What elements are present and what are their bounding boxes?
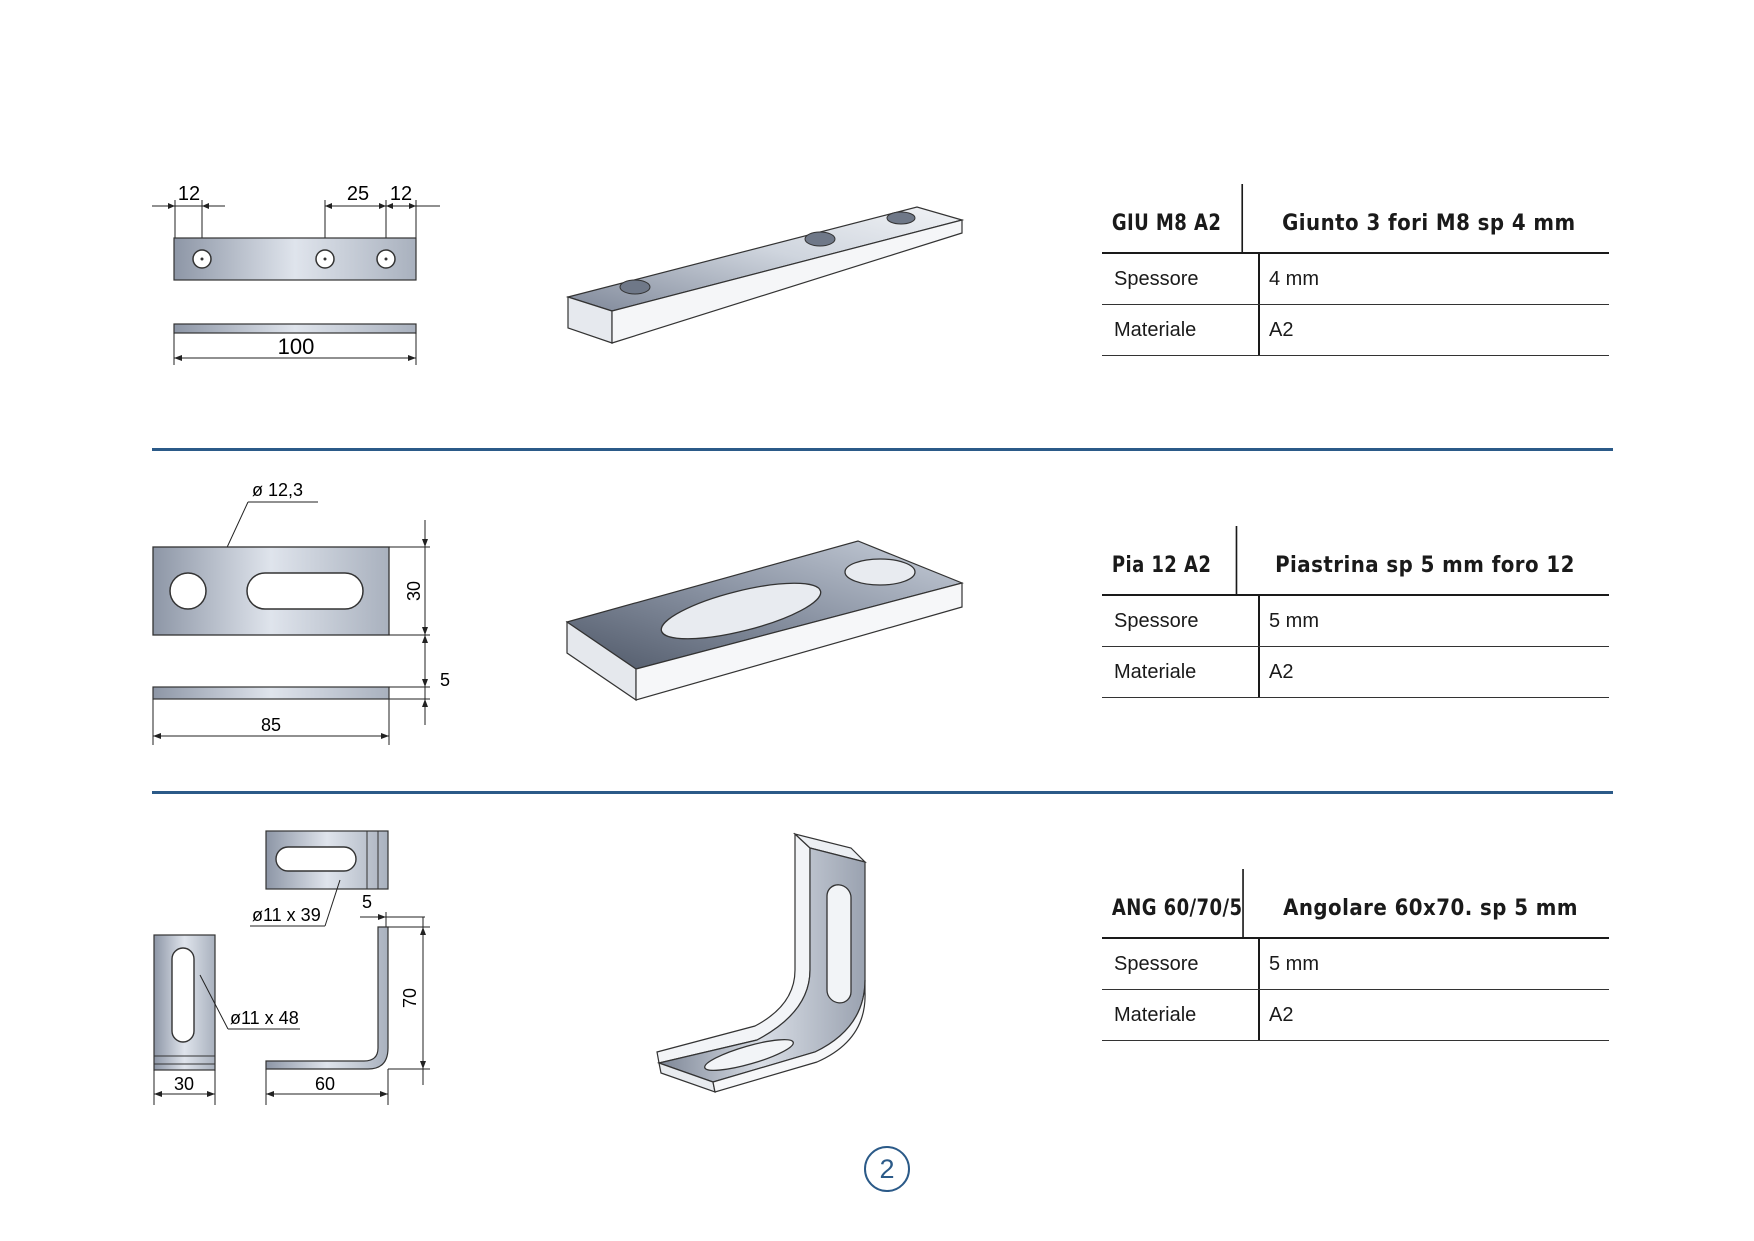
dim-label-12a: 12 bbox=[178, 183, 200, 205]
plate-side-view bbox=[152, 686, 390, 700]
hole-icon bbox=[844, 558, 916, 586]
dim-label-25: 25 bbox=[347, 183, 369, 205]
spec-label: Materiale bbox=[1102, 305, 1260, 355]
page-number: 2 bbox=[864, 1146, 910, 1192]
slot-icon bbox=[275, 846, 357, 872]
product-code: Pia 12 A2 bbox=[1102, 526, 1238, 594]
spec-header-row: GIU M8 A2 Giunto 3 fori M8 sp 4 mm bbox=[1102, 184, 1609, 254]
spec-value: A2 bbox=[1269, 1003, 1294, 1026]
product-description: Angolare 60x70. sp 5 mm bbox=[1283, 895, 1579, 921]
spec-value: 4 mm bbox=[1269, 267, 1319, 290]
spec-row: Materiale A2 bbox=[1102, 305, 1609, 356]
slot-icon bbox=[704, 1039, 794, 1071]
spec-row: Materiale A2 bbox=[1102, 647, 1609, 698]
pia-technical-drawing: ø 12,3 30 5 85 bbox=[152, 480, 450, 745]
dim-label-100: 100 bbox=[278, 334, 315, 359]
spec-label: Spessore bbox=[1102, 596, 1260, 646]
plate-top-view bbox=[173, 237, 417, 281]
slot-icon bbox=[171, 947, 195, 1043]
spec-row: Materiale A2 bbox=[1102, 990, 1609, 1041]
ang-technical-drawing: ø11 x 39 5 70 60 ø11 x 48 30 bbox=[153, 830, 430, 1105]
dim-label-30: 30 bbox=[174, 1074, 194, 1094]
spec-label: Spessore bbox=[1102, 939, 1260, 989]
dim-label-60: 60 bbox=[315, 1074, 335, 1094]
dim-label-slot2: ø11 x 48 bbox=[230, 1008, 299, 1028]
spec-value: A2 bbox=[1269, 318, 1294, 341]
spec-header-row: ANG 60/70/5 Angolare 60x70. sp 5 mm bbox=[1102, 869, 1609, 939]
spec-row: Spessore 5 mm bbox=[1102, 939, 1609, 990]
product-code: ANG 60/70/5 bbox=[1102, 869, 1245, 937]
product-description: Giunto 3 fori M8 sp 4 mm bbox=[1282, 210, 1576, 236]
spec-value: 5 mm bbox=[1269, 952, 1319, 975]
giu-3d-render bbox=[565, 206, 965, 344]
spec-label: Materiale bbox=[1102, 647, 1260, 697]
spec-label: Materiale bbox=[1102, 990, 1260, 1040]
spec-label: Spessore bbox=[1102, 254, 1260, 304]
dim-label-12b: 12 bbox=[390, 183, 412, 205]
plate-side-view bbox=[173, 323, 417, 334]
giu-spec-table: GIU M8 A2 Giunto 3 fori M8 sp 4 mm Spess… bbox=[1102, 184, 1609, 356]
product-code: GIU M8 A2 bbox=[1102, 184, 1243, 252]
slot-icon bbox=[826, 884, 852, 1004]
spec-value: 5 mm bbox=[1269, 609, 1319, 632]
dim-label-thickness: 5 bbox=[362, 892, 372, 912]
slot-icon bbox=[246, 572, 364, 610]
section-divider bbox=[152, 448, 1613, 451]
ang-3d-render bbox=[656, 832, 867, 1093]
pia-spec-table: Pia 12 A2 Piastrina sp 5 mm foro 12 Spes… bbox=[1102, 526, 1609, 698]
spec-row: Spessore 4 mm bbox=[1102, 254, 1609, 305]
bracket-side-profile bbox=[265, 926, 389, 1070]
dim-label-hole: ø 12,3 bbox=[252, 480, 303, 500]
dim-label-85: 85 bbox=[261, 715, 281, 735]
section-divider bbox=[152, 791, 1613, 794]
product-description: Piastrina sp 5 mm foro 12 bbox=[1275, 552, 1575, 578]
spec-header-row: Pia 12 A2 Piastrina sp 5 mm foro 12 bbox=[1102, 526, 1609, 596]
ang-spec-table: ANG 60/70/5 Angolare 60x70. sp 5 mm Spes… bbox=[1102, 869, 1609, 1041]
slot-icon bbox=[660, 582, 822, 640]
pia-3d-render bbox=[565, 540, 964, 702]
hole-icon bbox=[169, 572, 207, 610]
spec-value: A2 bbox=[1269, 660, 1294, 683]
dim-label-slot1: ø11 x 39 bbox=[252, 905, 321, 925]
dim-label-5: 5 bbox=[440, 670, 450, 690]
dim-label-30: 30 bbox=[404, 581, 424, 601]
dim-label-70: 70 bbox=[400, 988, 420, 1008]
spec-row: Spessore 5 mm bbox=[1102, 596, 1609, 647]
giu-technical-drawing: 12 25 12 100 bbox=[152, 183, 440, 365]
